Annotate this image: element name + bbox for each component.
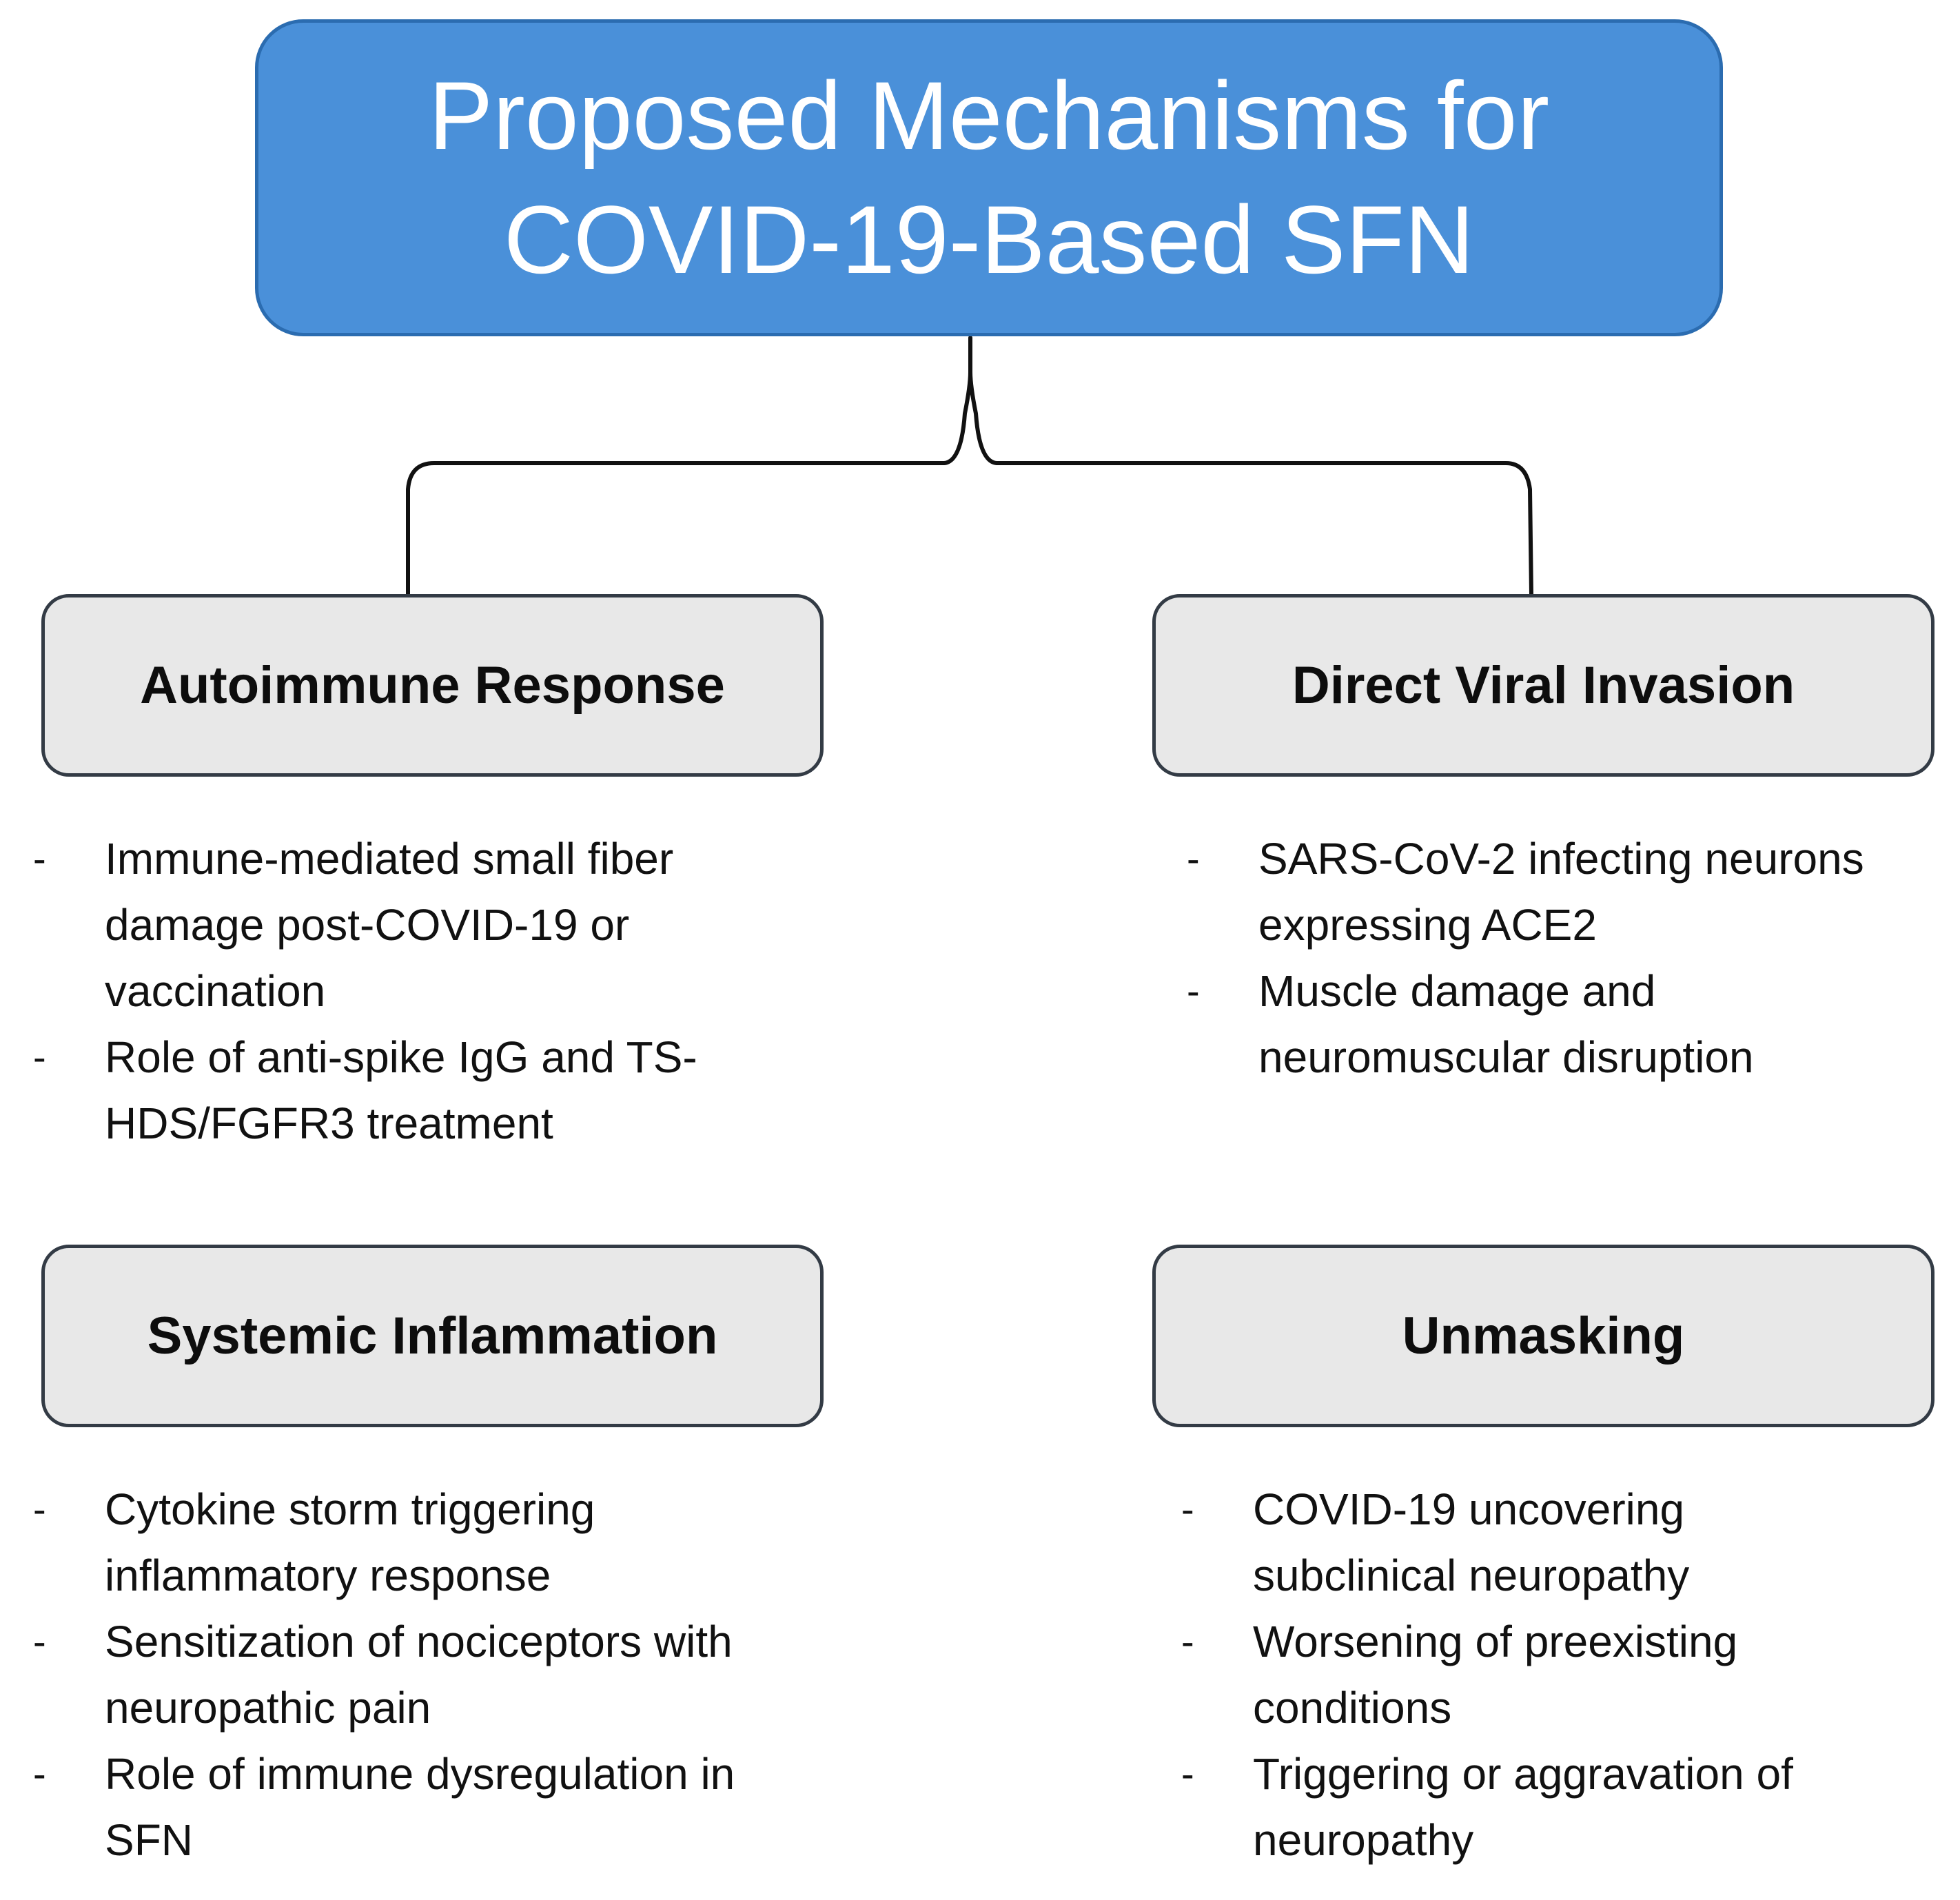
category-box-autoimmune: Autoimmune Response [41,594,824,777]
bullet-marker: - [33,1035,46,1079]
list-item-text: Sensitization of nociceptors with neurop… [105,1617,733,1733]
bullet-marker: - [33,1620,46,1663]
category-label-inflammation: Systemic Inflammation [147,1307,718,1365]
category-label-viral: Direct Viral Invasion [1292,656,1795,715]
bullet-list-autoimmune: - Immune-mediated small fiber damage pos… [33,826,798,1156]
bullet-list-inflammation: - Cytokine storm triggering inflammatory… [33,1476,812,1873]
bullet-marker: - [33,1752,46,1795]
list-item: - Cytokine storm triggering inflammatory… [33,1476,812,1608]
list-item: - Triggering or aggravation of neuropath… [1181,1741,1822,1873]
list-item: - Worsening of preexisting conditions [1181,1608,1822,1741]
category-box-viral: Direct Viral Invasion [1152,594,1935,777]
list-item-text: Triggering or aggravation of neuropathy [1253,1749,1793,1865]
list-item-text: Muscle damage and neuromuscular disrupti… [1258,966,1754,1082]
list-item: - Immune-mediated small fiber damage pos… [33,826,798,1024]
bullet-marker: - [1181,1487,1194,1531]
list-item-text: Immune-mediated small fiber damage post-… [105,834,674,1016]
bullet-marker: - [33,837,46,880]
list-item: - Muscle damage and neuromuscular disrup… [1187,958,1945,1090]
category-box-inflammation: Systemic Inflammation [41,1245,824,1427]
connector-bracket-path [406,336,1533,596]
list-item: - Role of immune dysregulation in SFN [33,1741,812,1873]
list-item-text: Role of anti-spike IgG and TS-HDS/FGFR3 … [105,1032,697,1148]
list-item: - Sensitization of nociceptors with neur… [33,1608,812,1741]
list-item-text: Cytokine storm triggering inflammatory r… [105,1484,595,1600]
bullet-list-unmasking: - COVID-19 uncovering subclinical neurop… [1181,1476,1822,1873]
bullet-marker: - [1181,1620,1194,1663]
bullet-marker: - [1187,837,1200,880]
bullet-marker: - [1181,1752,1194,1795]
list-item: - COVID-19 uncovering subclinical neurop… [1181,1476,1822,1608]
category-box-unmasking: Unmasking [1152,1245,1935,1427]
title-line-2: COVID-19-Based SFN [503,185,1475,294]
list-item: - SARS-CoV-2 infecting neurons expressin… [1187,826,1945,958]
list-item-text: COVID-19 uncovering subclinical neuropat… [1253,1484,1690,1600]
category-label-unmasking: Unmasking [1402,1307,1685,1365]
title-line-1: Proposed Mechanisms for [428,61,1550,170]
list-item-text: Role of immune dysregulation in SFN [105,1749,735,1865]
list-item: - Role of anti-spike IgG and TS-HDS/FGFR… [33,1024,798,1156]
list-item-text: Worsening of preexisting conditions [1253,1617,1738,1733]
bullet-marker: - [33,1487,46,1531]
bullet-marker: - [1187,969,1200,1012]
category-label-autoimmune: Autoimmune Response [140,656,725,715]
bullet-list-viral: - SARS-CoV-2 infecting neurons expressin… [1187,826,1945,1090]
list-item-text: SARS-CoV-2 infecting neurons expressing … [1258,834,1864,950]
title-box: Proposed Mechanisms for COVID-19-Based S… [255,19,1723,336]
